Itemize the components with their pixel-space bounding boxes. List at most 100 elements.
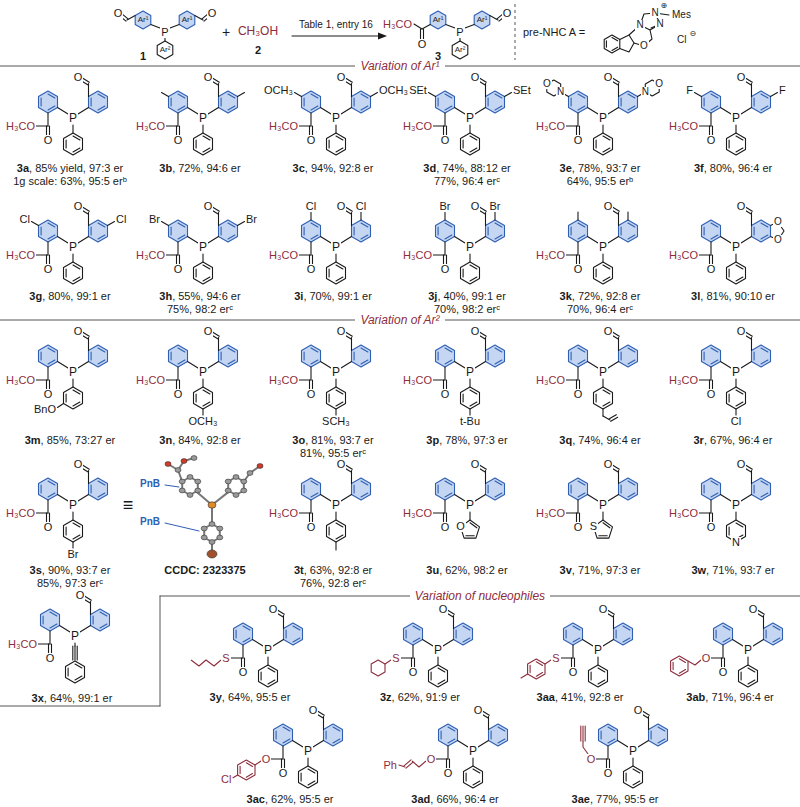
bond-line [301, 773, 302, 781]
bond-line [346, 78, 353, 82]
crystal-atom [208, 502, 216, 508]
ring-outline [604, 35, 620, 53]
ring-outline [439, 724, 458, 746]
bond-line [433, 512, 445, 513]
bond-line [455, 362, 466, 369]
atom-label: O [706, 135, 717, 146]
atom-label: P [70, 630, 80, 642]
atom-label: Cl [19, 214, 31, 225]
bond-line [66, 140, 67, 148]
ring-outline [194, 262, 213, 284]
bond-line [341, 495, 352, 502]
bond-line [341, 237, 352, 244]
bond-line [591, 672, 592, 680]
bond-line [91, 227, 92, 235]
compound-caption: 3l, 81%, 90:10 er [691, 291, 775, 302]
atom-label: O [306, 264, 317, 275]
bond-line [333, 727, 340, 731]
bond-line [751, 213, 752, 226]
crystal-atom [225, 488, 231, 493]
bond-line [603, 148, 610, 152]
crystal-atom [241, 488, 247, 493]
ring-outline [564, 623, 583, 645]
ring-outline [135, 11, 151, 29]
crystal-atom [175, 468, 181, 473]
bond-line [445, 493, 452, 497]
bond-line [495, 235, 502, 239]
yield-er: , 62%, 98:2 er [439, 564, 508, 576]
bond-line [735, 125, 736, 133]
section-heading: Variation of Ar¹ [355, 60, 444, 72]
bond-line [98, 348, 105, 352]
bond-line [761, 493, 768, 497]
reaction-arrow [292, 35, 380, 36]
bond-line [603, 640, 614, 647]
bond-line [608, 727, 615, 731]
bond-line [704, 485, 705, 493]
ring-outline [599, 724, 618, 746]
bond-line [72, 512, 73, 520]
bond-line [321, 495, 332, 502]
bond-line [283, 739, 290, 743]
atom-label: N [641, 87, 650, 97]
bond-line [741, 495, 752, 502]
bond-line [299, 512, 311, 513]
bond-line [746, 465, 753, 469]
atom-label: P [465, 112, 475, 124]
bond-line [171, 227, 172, 235]
bond-line [242, 645, 243, 658]
bond-line [536, 662, 542, 666]
ring-outline [464, 766, 483, 788]
bond-line [385, 660, 391, 664]
bond-line [221, 352, 222, 360]
atom-label: P [160, 27, 169, 38]
bond-line [48, 223, 55, 227]
bond-line [469, 512, 470, 520]
bond-line [90, 602, 91, 615]
bond-line [754, 227, 755, 235]
atom-label: P [68, 241, 78, 253]
yield-er: , 71%, 97:3 er [572, 564, 641, 576]
crystal-atom [201, 535, 207, 540]
atom-label: H₃CO [535, 375, 566, 386]
bond-line [36, 512, 48, 513]
catalyst-label: pre-NHC A = [522, 27, 586, 38]
ring-outline [569, 91, 588, 113]
bond-line [273, 640, 284, 647]
bond-line [495, 481, 502, 485]
bond-line [73, 136, 80, 140]
bond-line [588, 362, 599, 369]
bond-line [98, 360, 105, 364]
bond-line [41, 227, 42, 235]
bond-line [228, 94, 235, 98]
atom-label: O [603, 459, 614, 470]
atom-label: OCH₃ [263, 85, 294, 96]
bond-line [203, 265, 210, 269]
bond-line [75, 664, 82, 668]
yield-er: 75%, 98:2 erᶜ [166, 304, 234, 315]
compound-caption: 3m, 85%, 73:27 er [25, 435, 116, 446]
bond-line [228, 360, 235, 364]
atom-label: O [586, 754, 597, 765]
bond-line [571, 485, 572, 493]
bond-line [480, 465, 487, 469]
compound-caption: 3n, 84%, 92:8 er [159, 435, 240, 446]
atom-label: Cl [220, 774, 232, 785]
bond-line [521, 674, 528, 678]
atom-label: O [43, 135, 54, 146]
bond-line [723, 638, 730, 642]
ring-outline [259, 665, 278, 687]
bond-line [488, 485, 489, 493]
compound-number: 3g [29, 290, 42, 302]
bond-line [311, 481, 318, 485]
compound-number: 3k [560, 290, 572, 302]
atom-label: O [203, 201, 214, 212]
bond-line [453, 616, 454, 629]
bond-line [628, 235, 635, 239]
ring-outline [352, 345, 371, 367]
ring-outline [327, 520, 346, 542]
bond-line [83, 207, 90, 211]
bond-line [208, 237, 219, 244]
bond-line [470, 390, 477, 394]
atom-label: O [336, 72, 347, 83]
